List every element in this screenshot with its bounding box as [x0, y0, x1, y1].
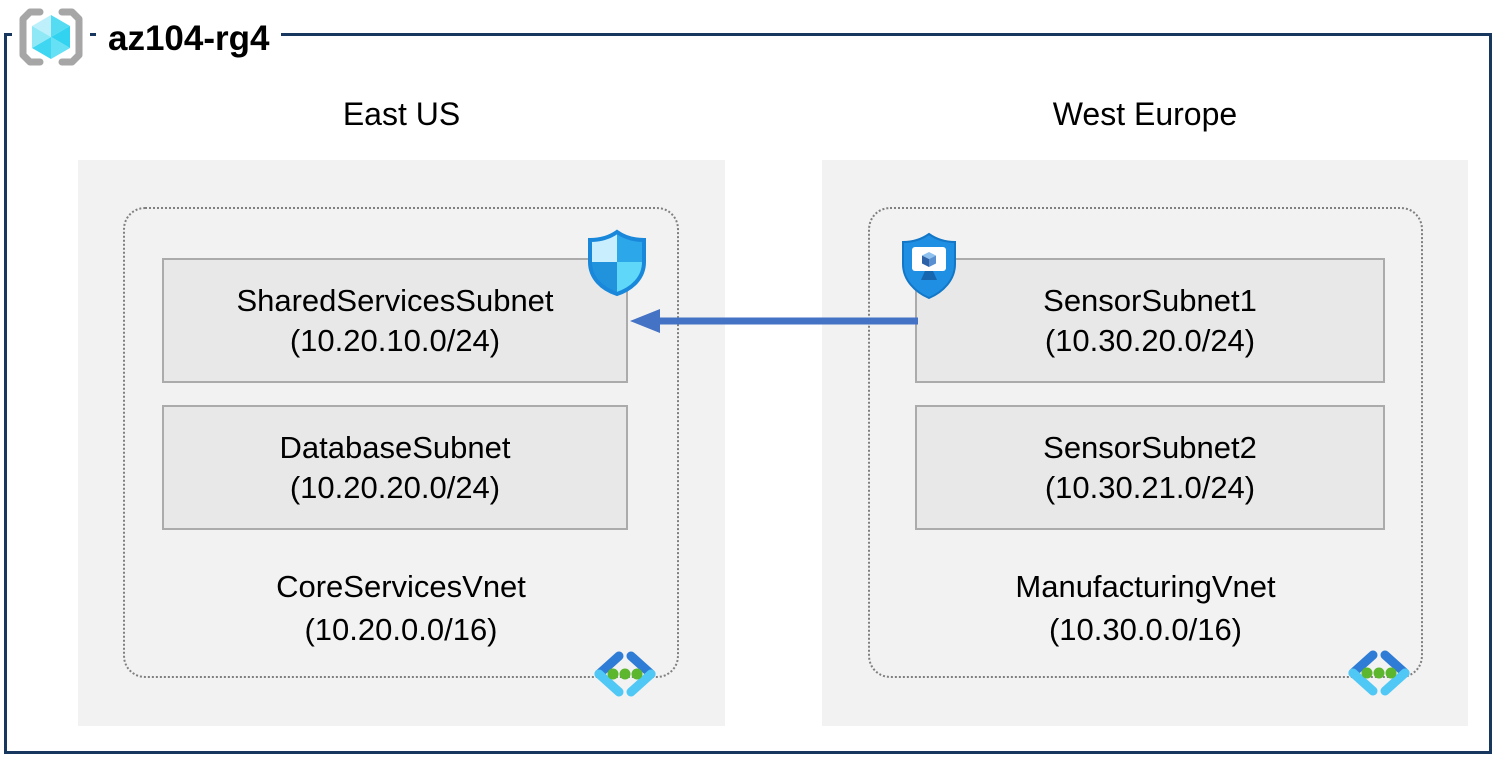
vnet-name: CoreServicesVnet	[276, 569, 526, 604]
region-label-east-us: East US	[342, 96, 461, 132]
subnet-cidr: (10.20.10.0/24)	[289, 322, 501, 358]
subnet-cidr: (10.30.20.0/24)	[1044, 322, 1256, 358]
vnet-box-manufacturing	[868, 207, 1423, 678]
subnet-name: DatabaseSubnet	[279, 429, 511, 465]
subnet-sensor1: SensorSubnet1 (10.30.20.0/24)	[915, 258, 1385, 383]
vnet-cidr: (10.30.0.0/16)	[1048, 612, 1243, 647]
virtual-network-icon	[1346, 648, 1412, 703]
region-label-west-europe: West Europe	[1052, 96, 1238, 132]
vnet-label-manufacturing: ManufacturingVnet (10.30.0.0/16)	[868, 565, 1423, 651]
virtual-network-icon	[592, 649, 658, 704]
network-security-group-icon	[585, 229, 649, 302]
subnet-name: SharedServicesSubnet	[236, 282, 554, 318]
subnet-sensor2: SensorSubnet2 (10.30.21.0/24)	[915, 405, 1385, 530]
vnet-label-coreservices: CoreServicesVnet (10.20.0.0/16)	[123, 565, 679, 651]
resource-group-title: az104-rg4	[96, 12, 282, 66]
subnet-name: SensorSubnet1	[1043, 282, 1257, 318]
resource-group-frame	[4, 33, 1492, 754]
vnet-name: ManufacturingVnet	[1015, 569, 1276, 604]
vnet-cidr: (10.20.0.0/16)	[304, 612, 498, 647]
subnet-cidr: (10.30.21.0/24)	[1044, 469, 1256, 505]
subnet-cidr: (10.20.20.0/24)	[289, 469, 501, 505]
subnet-database: DatabaseSubnet (10.20.20.0/24)	[162, 405, 628, 530]
vnet-box-coreservices	[123, 207, 679, 678]
subnet-sharedservices: SharedServicesSubnet (10.20.10.0/24)	[162, 258, 628, 383]
resource-group-icon	[12, 5, 90, 69]
subnet-name: SensorSubnet2	[1043, 429, 1257, 465]
application-security-group-icon	[898, 231, 960, 306]
traffic-arrow	[630, 307, 918, 340]
